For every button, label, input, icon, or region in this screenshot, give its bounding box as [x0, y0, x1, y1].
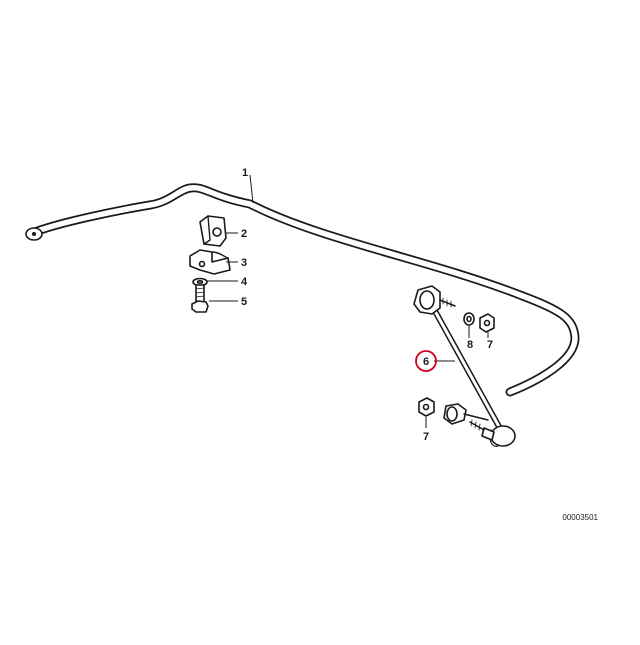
hex-bolt: [191, 284, 209, 313]
callout-7-lower: 7: [423, 431, 429, 443]
callout-8: 8: [467, 339, 473, 351]
hex-nut-upper: [479, 313, 495, 333]
stabilizer-bar: [25, 183, 580, 397]
diagram-code: 00003501: [562, 513, 598, 522]
callout-5: 5: [241, 296, 247, 308]
callout-7-upper: 7: [487, 339, 493, 351]
stabilizer-link: [413, 285, 516, 447]
callouts: 1 2 3 4 5 6 8 7 7: [241, 167, 493, 443]
highlight-ring: [415, 350, 437, 372]
hex-nut-lower: [418, 397, 435, 417]
callout-1: 1: [242, 167, 248, 179]
link-washer: [463, 312, 475, 326]
callout-3: 3: [241, 257, 247, 269]
callout-2: 2: [241, 228, 247, 240]
callout-6: 6: [423, 356, 429, 368]
callout-4: 4: [241, 276, 248, 288]
leader-lines: [207, 174, 489, 428]
rubber-bushing: [199, 215, 227, 247]
mounting-bracket: [189, 249, 231, 275]
